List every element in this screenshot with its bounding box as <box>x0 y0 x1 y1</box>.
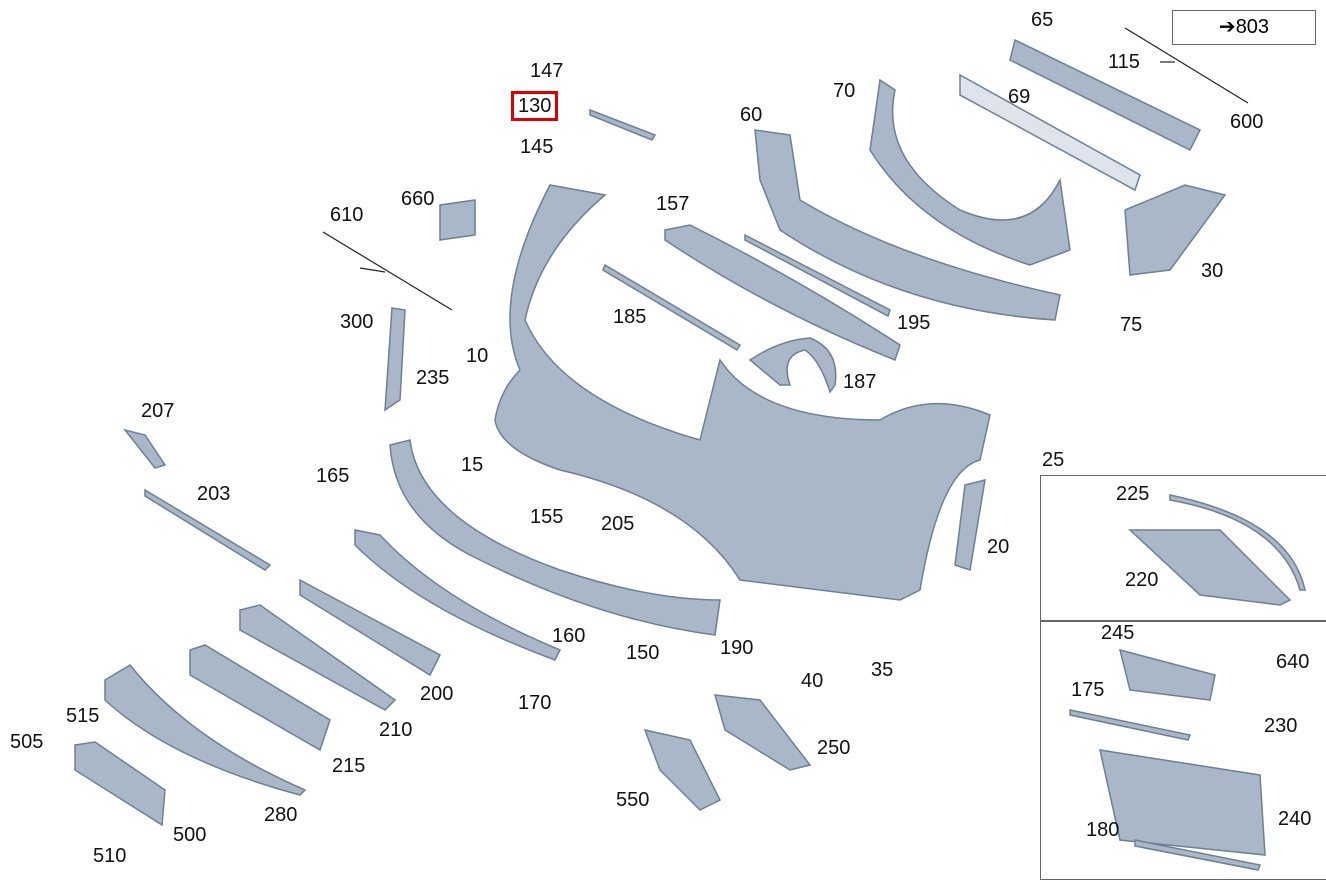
part-label-505[interactable]: 505 <box>10 731 44 753</box>
part-label-145[interactable]: 145 <box>520 136 554 158</box>
part-label-225[interactable]: 225 <box>1116 483 1150 505</box>
part-label-207[interactable]: 207 <box>141 400 175 422</box>
part-280-frame <box>104 664 307 796</box>
part-label-190[interactable]: 190 <box>720 637 754 659</box>
reference-803-box[interactable]: ➔803 <box>1172 10 1316 45</box>
part-195-strip <box>744 233 891 318</box>
part-label-250[interactable]: 250 <box>817 737 851 759</box>
part-30-bracket <box>1124 184 1227 276</box>
part-label-30[interactable]: 30 <box>1201 260 1224 282</box>
inset-panel-bottom <box>1040 620 1326 880</box>
part-label-185[interactable]: 185 <box>613 306 647 328</box>
part-label-600[interactable]: 600 <box>1230 111 1264 133</box>
part-180-strip <box>1134 839 1262 871</box>
leader-610-tick <box>359 267 386 273</box>
part-207-bracket <box>123 428 167 469</box>
part-60-absorber <box>754 129 1061 321</box>
part-label-160[interactable]: 160 <box>552 625 586 647</box>
part-10-bumper-cover <box>494 184 991 601</box>
part-187-trim <box>748 337 837 394</box>
part-225-trim <box>1169 494 1306 591</box>
part-label-235[interactable]: 235 <box>416 367 450 389</box>
part-label-203[interactable]: 203 <box>197 483 231 505</box>
part-500-plate <box>74 741 166 827</box>
part-label-220[interactable]: 220 <box>1125 569 1159 591</box>
leader-600 <box>1124 27 1249 104</box>
part-label-130-highlighted[interactable]: 130 <box>511 91 559 121</box>
part-label-155[interactable]: 155 <box>530 506 564 528</box>
part-label-157[interactable]: 157 <box>656 193 690 215</box>
part-label-60[interactable]: 60 <box>740 104 763 126</box>
part-label-205[interactable]: 205 <box>601 513 635 535</box>
part-245-frame <box>1118 648 1216 701</box>
part-label-40[interactable]: 40 <box>801 670 824 692</box>
part-label-640[interactable]: 640 <box>1276 651 1310 673</box>
part-label-510[interactable]: 510 <box>93 845 127 867</box>
part-600-reinforcement <box>959 73 1141 192</box>
part-label-35[interactable]: 35 <box>871 659 894 681</box>
part-label-230[interactable]: 230 <box>1264 715 1298 737</box>
part-150-spoiler <box>389 439 721 636</box>
part-157-grille-trim <box>664 224 901 361</box>
inset-panel-top <box>1040 475 1326 622</box>
part-label-280[interactable]: 280 <box>264 804 298 826</box>
arrow-right-icon: ➔ <box>1218 16 1236 38</box>
part-label-500[interactable]: 500 <box>173 824 207 846</box>
part-label-25[interactable]: 25 <box>1042 449 1065 471</box>
part-label-200[interactable]: 200 <box>420 683 454 705</box>
part-label-147[interactable]: 147 <box>530 60 564 82</box>
part-label-187[interactable]: 187 <box>843 371 877 393</box>
part-70-carrier <box>869 78 1071 266</box>
part-175-strip <box>1069 709 1192 741</box>
part-65-bracket <box>1009 38 1202 152</box>
part-215-grille <box>189 644 331 752</box>
part-130-trim <box>589 108 657 141</box>
part-label-70[interactable]: 70 <box>833 80 856 102</box>
part-240-grille <box>1099 749 1266 856</box>
part-label-65[interactable]: 65 <box>1031 9 1054 31</box>
part-label-660[interactable]: 660 <box>401 188 435 210</box>
part-250-frame <box>713 694 812 771</box>
part-label-115[interactable]: 115 <box>1108 51 1140 73</box>
part-label-210[interactable]: 210 <box>379 719 413 741</box>
part-label-515[interactable]: 515 <box>66 705 100 727</box>
part-160-lip <box>354 529 562 661</box>
part-label-215[interactable]: 215 <box>332 755 366 777</box>
part-label-610[interactable]: 610 <box>330 204 364 226</box>
part-label-195[interactable]: 195 <box>897 312 931 334</box>
part-185-strip <box>602 263 742 352</box>
part-300-strip <box>384 307 406 412</box>
part-label-245[interactable]: 245 <box>1101 622 1135 644</box>
part-660-sensor <box>439 199 476 241</box>
part-label-165[interactable]: 165 <box>316 465 350 487</box>
reference-label: 803 <box>1235 16 1270 38</box>
part-label-69[interactable]: 69 <box>1008 86 1031 108</box>
part-label-10[interactable]: 10 <box>466 345 489 367</box>
part-label-20[interactable]: 20 <box>987 536 1010 558</box>
part-200-grille <box>299 578 441 677</box>
part-label-550[interactable]: 550 <box>616 789 650 811</box>
part-203-trim <box>144 488 272 571</box>
part-label-300[interactable]: 300 <box>340 311 374 333</box>
part-label-240[interactable]: 240 <box>1278 808 1312 830</box>
part-label-175[interactable]: 175 <box>1071 679 1105 701</box>
part-210-grille <box>239 604 397 711</box>
part-label-170[interactable]: 170 <box>518 692 552 714</box>
leader-610 <box>322 231 453 311</box>
part-label-15[interactable]: 15 <box>461 454 484 476</box>
part-550-duct <box>643 728 722 811</box>
part-220-grille <box>1128 529 1292 606</box>
part-label-180[interactable]: 180 <box>1086 819 1120 841</box>
part-label-150[interactable]: 150 <box>626 642 660 664</box>
part-label-75[interactable]: 75 <box>1120 314 1143 336</box>
part-20-trim <box>954 478 986 571</box>
